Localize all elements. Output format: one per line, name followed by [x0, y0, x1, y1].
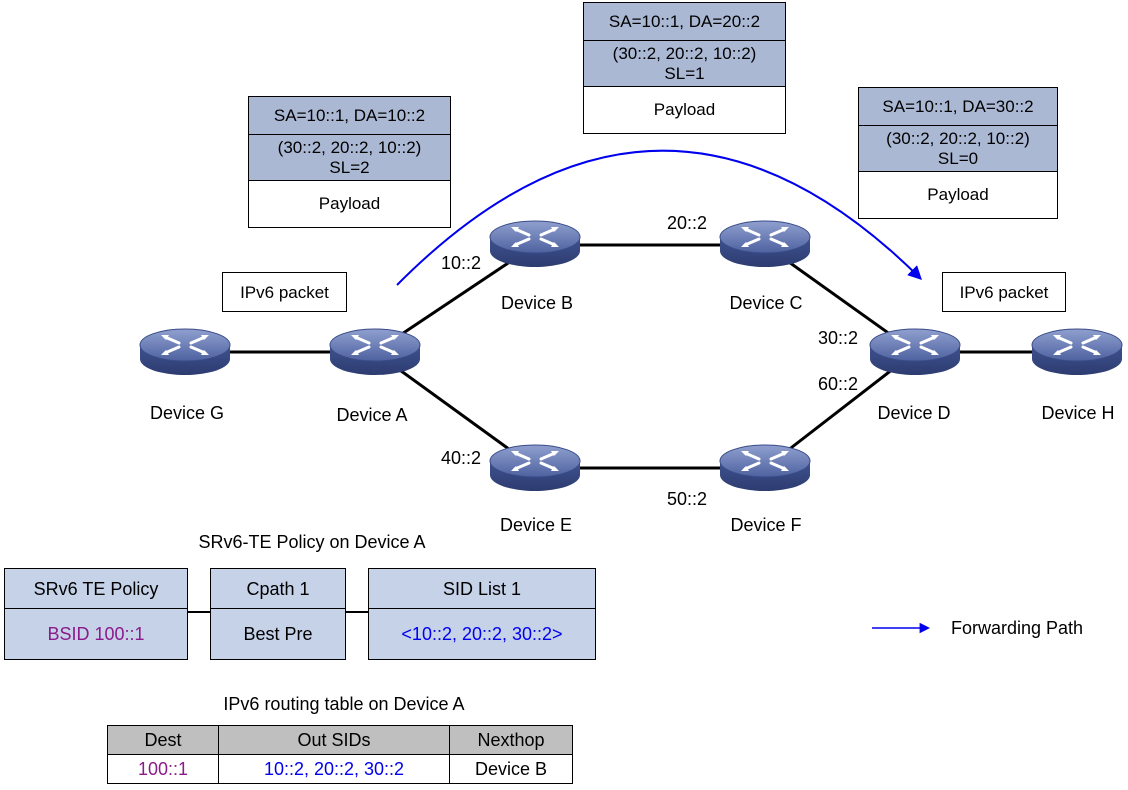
policy-te-box: SRv6 TE Policy BSID 100::1: [4, 568, 188, 660]
rt-cell-nexthop: Device B: [449, 754, 573, 784]
policy-sid-list-label: SID List 1: [369, 569, 595, 609]
packet-2-payload: Payload: [584, 87, 785, 133]
device-f-label: Device F: [730, 515, 802, 535]
address-e: 40::2: [441, 448, 482, 468]
packet-1-sl: SL=2: [329, 158, 370, 177]
rt-header-dest: Dest: [107, 725, 219, 755]
device-e-icon: [488, 443, 582, 493]
packet-3-payload: Payload: [859, 172, 1057, 218]
packet-1-payload: Payload: [249, 181, 450, 227]
address-b: 10::2: [441, 253, 482, 273]
device-c-icon: [718, 219, 812, 269]
rt-cell-dest: 100::1: [107, 754, 219, 784]
address-c: 20::2: [667, 213, 708, 233]
rt-cell-out-sids: 10::2, 20::2, 30::2: [218, 754, 450, 784]
policy-cpath-label: Cpath 1: [211, 569, 345, 609]
device-b-icon: [488, 219, 582, 269]
policy-title: SRv6-TE Policy on Device A: [198, 532, 426, 552]
packet-3-srh: (30::2, 20::2, 10::2) SL=0: [859, 126, 1057, 172]
device-h-label: Device H: [1041, 403, 1115, 423]
device-a-icon: [328, 327, 422, 377]
address-d-bottom: 60::2: [818, 374, 859, 394]
device-e-label: Device E: [499, 515, 573, 535]
device-g-icon: [138, 327, 232, 377]
policy-te-label: SRv6 TE Policy: [5, 569, 187, 609]
packet-2-header: SA=10::1, DA=20::2: [584, 3, 785, 41]
legend-forwarding-path: Forwarding Path: [951, 618, 1084, 638]
device-c-label: Device C: [729, 293, 803, 313]
device-h-icon: [1030, 327, 1124, 377]
routing-table: Dest Out SIDs Nexthop 100::1 10::2, 20::…: [107, 725, 573, 784]
address-f: 50::2: [667, 489, 708, 509]
packet-2-sid-list: (30::2, 20::2, 10::2): [612, 44, 757, 63]
ipv6-packet-left: IPv6 packet: [222, 272, 347, 312]
packet-2: SA=10::1, DA=20::2 (30::2, 20::2, 10::2)…: [583, 2, 786, 134]
packet-3-sid-list: (30::2, 20::2, 10::2): [886, 129, 1030, 148]
device-b-label: Device B: [500, 293, 574, 313]
packet-2-sl: SL=1: [664, 64, 705, 83]
policy-bsid: BSID 100::1: [5, 609, 187, 659]
rt-header-out-sids: Out SIDs: [218, 725, 450, 755]
routing-table-header-row: Dest Out SIDs Nexthop: [107, 725, 573, 755]
policy-cpath-box: Cpath 1 Best Pre: [210, 568, 346, 660]
policy-best-pre: Best Pre: [211, 609, 345, 659]
device-f-icon: [718, 443, 812, 493]
packet-3: SA=10::1, DA=30::2 (30::2, 20::2, 10::2)…: [858, 87, 1058, 219]
ipv6-packet-right: IPv6 packet: [942, 272, 1066, 312]
device-a-label: Device A: [336, 405, 408, 425]
policy-sid-list-value: <10::2, 20::2, 30::2>: [369, 609, 595, 659]
packet-1-header: SA=10::1, DA=10::2: [249, 97, 450, 135]
packet-1-srh: (30::2, 20::2, 10::2) SL=2: [249, 135, 450, 181]
device-g-label: Device G: [149, 403, 225, 423]
device-d-icon: [868, 327, 962, 377]
packet-2-srh: (30::2, 20::2, 10::2) SL=1: [584, 41, 785, 87]
packet-1: SA=10::1, DA=10::2 (30::2, 20::2, 10::2)…: [248, 96, 451, 228]
packet-3-header: SA=10::1, DA=30::2: [859, 88, 1057, 126]
address-d-top: 30::2: [818, 328, 859, 348]
forwarding-path-arrow: [396, 149, 922, 286]
packet-1-sid-list: (30::2, 20::2, 10::2): [277, 138, 422, 157]
packet-3-sl: SL=0: [937, 149, 979, 168]
routing-table-title: IPv6 routing table on Device A: [223, 694, 465, 714]
table-row: 100::1 10::2, 20::2, 30::2 Device B: [107, 754, 573, 784]
device-d-label: Device D: [877, 403, 951, 423]
rt-header-nexthop: Nexthop: [449, 725, 573, 755]
policy-sid-list-box: SID List 1 <10::2, 20::2, 30::2>: [368, 568, 596, 660]
